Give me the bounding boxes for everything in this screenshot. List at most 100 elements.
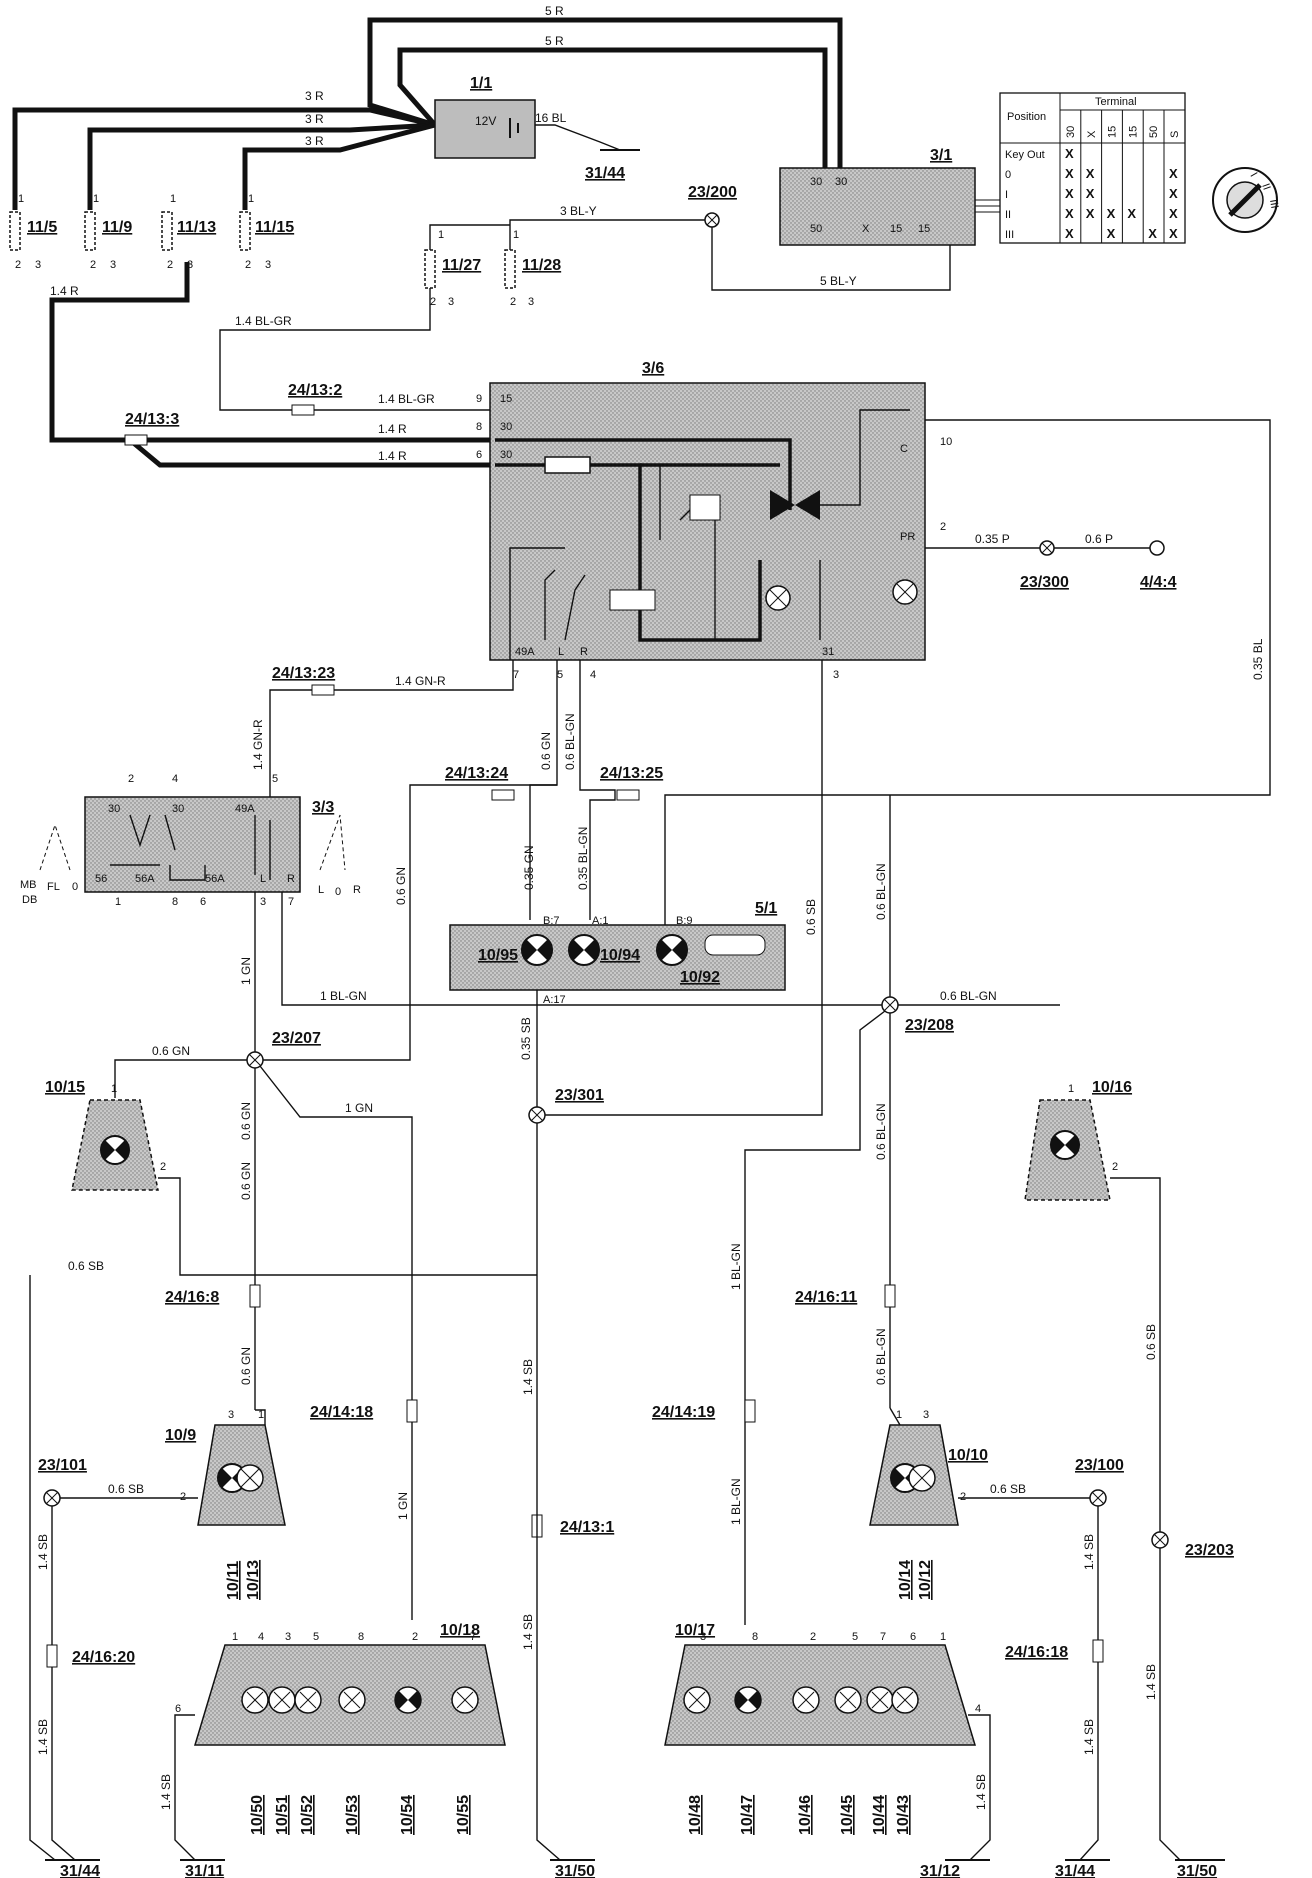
svg-text:9: 9	[476, 393, 482, 405]
svg-text:DB: DB	[22, 894, 37, 906]
svg-text:2: 2	[1112, 1161, 1118, 1173]
svg-text:10/11: 10/11	[225, 1561, 242, 1600]
svg-text:3: 3	[35, 259, 41, 271]
svg-text:24/16:11: 24/16:11	[795, 1289, 857, 1306]
svg-text:1: 1	[940, 1631, 946, 1643]
instrument-panel-5-1: 5/1 B:7 A:1 B:9 A:17 10/95 10/94 10/92	[449, 900, 786, 1006]
wire-06p: 0.6 P	[1085, 532, 1113, 546]
connector-24-13-2: 24/13:2	[288, 382, 342, 416]
ground-31-44-a: 31/44	[45, 1859, 100, 1878]
svg-text:0.6 SB: 0.6 SB	[68, 1259, 104, 1273]
fuse-11-15: 1 11/15 2 3	[239, 193, 294, 271]
svg-text:1: 1	[170, 193, 176, 205]
svg-text:11/28: 11/28	[522, 257, 561, 274]
svg-text:2: 2	[510, 296, 516, 308]
wire-5r-2: 5 R	[545, 34, 564, 48]
table-mark: X	[1169, 226, 1178, 241]
svg-text:1.4 SB: 1.4 SB	[159, 1774, 173, 1810]
svg-text:10/48: 10/48	[687, 1795, 704, 1835]
svg-text:1 GN: 1 GN	[345, 1101, 373, 1115]
svg-text:0.6 GN: 0.6 GN	[239, 1347, 253, 1385]
table-mark: X	[1065, 146, 1074, 161]
svg-text:1.4 GN-R: 1.4 GN-R	[251, 719, 265, 770]
wire-3r-2: 3 R	[305, 112, 324, 126]
svg-text:0.6 GN: 0.6 GN	[539, 732, 553, 770]
svg-text:3: 3	[285, 1631, 291, 1643]
svg-text:31/12: 31/12	[920, 1863, 960, 1878]
splice-23-300: 23/300	[1020, 540, 1069, 591]
svg-text:III: III	[1267, 198, 1280, 209]
connector-24-13-23: 24/13:23	[272, 665, 335, 696]
svg-text:10/15: 10/15	[45, 1079, 85, 1096]
svg-text:1: 1	[896, 1409, 902, 1421]
svg-text:56A: 56A	[135, 873, 155, 885]
svg-text:1: 1	[18, 193, 24, 205]
svg-text:11/9: 11/9	[102, 219, 132, 236]
ignition-switch-3-1: 3/1 30 30 50 X 15 15	[779, 147, 1000, 246]
svg-text:30: 30	[500, 449, 512, 461]
svg-text:4: 4	[258, 1631, 264, 1643]
svg-text:50: 50	[810, 223, 822, 235]
svg-text:11/5: 11/5	[27, 219, 57, 236]
svg-text:8: 8	[752, 1631, 758, 1643]
svg-text:10/50: 10/50	[249, 1795, 266, 1835]
svg-text:30: 30	[835, 176, 847, 188]
svg-text:3/1: 3/1	[930, 147, 952, 164]
terminal-col-label: 50	[1148, 126, 1160, 138]
svg-text:Terminal: Terminal	[1095, 96, 1137, 108]
svg-text:8: 8	[172, 896, 178, 908]
wire-14blgr-left: 1.4 BL-GR	[235, 314, 292, 328]
svg-text:0.35 SB: 0.35 SB	[519, 1017, 533, 1060]
rear-lamp-10-18: 10/18 1 4 3 5 8 2 7 6 10/50 10/51 10/52 …	[175, 1622, 506, 1835]
svg-text:1 GN: 1 GN	[396, 1492, 410, 1520]
table-mark: X	[1107, 226, 1116, 241]
bulb-10-92: 10/92	[656, 934, 720, 986]
svg-text:A:1: A:1	[592, 915, 609, 927]
battery-1-1: 1/1 12V 16 BL 31/44	[434, 75, 640, 182]
table-mark: X	[1107, 206, 1116, 221]
svg-text:5: 5	[313, 1631, 319, 1643]
svg-text:23/207: 23/207	[272, 1030, 321, 1047]
svg-text:10/44: 10/44	[871, 1795, 888, 1835]
svg-text:24/16:18: 24/16:18	[1005, 1644, 1068, 1661]
wire-5r-1: 5 R	[545, 4, 564, 18]
svg-text:3: 3	[260, 896, 266, 908]
svg-text:11/13: 11/13	[177, 219, 216, 236]
svg-text:0.6 SB: 0.6 SB	[990, 1482, 1026, 1496]
svg-text:8: 8	[476, 421, 482, 433]
svg-text:6: 6	[200, 896, 206, 908]
turn-signal-switch-3-3: 3/3 2 4 5 30 30 49A 56 56A 56A L R 1 8 6…	[84, 773, 334, 908]
svg-text:10/17: 10/17	[675, 1622, 715, 1639]
svg-text:I: I	[1247, 171, 1259, 180]
svg-text:7: 7	[513, 669, 519, 681]
svg-text:5: 5	[852, 1631, 858, 1643]
svg-text:10/18: 10/18	[440, 1622, 480, 1639]
svg-text:2: 2	[960, 1491, 966, 1503]
connector-24-13-25: 24/13:25	[600, 765, 663, 801]
svg-text:1.4 SB: 1.4 SB	[1082, 1534, 1096, 1570]
svg-text:R: R	[353, 884, 361, 896]
svg-text:10/51: 10/51	[274, 1795, 291, 1835]
svg-text:III: III	[1005, 229, 1014, 241]
svg-text:3/6: 3/6	[642, 360, 664, 377]
splice-23-207: 23/207	[246, 1030, 321, 1069]
svg-text:L: L	[558, 646, 564, 658]
svg-text:10/16: 10/16	[1092, 1079, 1132, 1096]
svg-text:0.6 BL-GN: 0.6 BL-GN	[874, 1103, 888, 1160]
svg-text:10/13: 10/13	[245, 1560, 262, 1600]
svg-text:24/14:18: 24/14:18	[310, 1404, 373, 1421]
table-mark: X	[1065, 186, 1074, 201]
svg-text:0.6 GN: 0.6 GN	[239, 1102, 253, 1140]
svg-text:24/13:25: 24/13:25	[600, 765, 663, 782]
connector-24-16-11: 24/16:11	[795, 1284, 896, 1308]
svg-text:1.4 SB: 1.4 SB	[521, 1614, 535, 1650]
svg-text:10/47: 10/47	[739, 1795, 756, 1835]
wire-16bl: 16 BL	[535, 111, 567, 125]
svg-text:2: 2	[245, 259, 251, 271]
connector-24-13-3: 24/13:3	[124, 411, 179, 446]
svg-text:3/3: 3/3	[312, 799, 334, 816]
svg-text:2: 2	[810, 1631, 816, 1643]
svg-text:1 BL-GN: 1 BL-GN	[729, 1478, 743, 1525]
svg-text:1: 1	[111, 1083, 117, 1095]
svg-text:1 BL-GN: 1 BL-GN	[729, 1243, 743, 1290]
